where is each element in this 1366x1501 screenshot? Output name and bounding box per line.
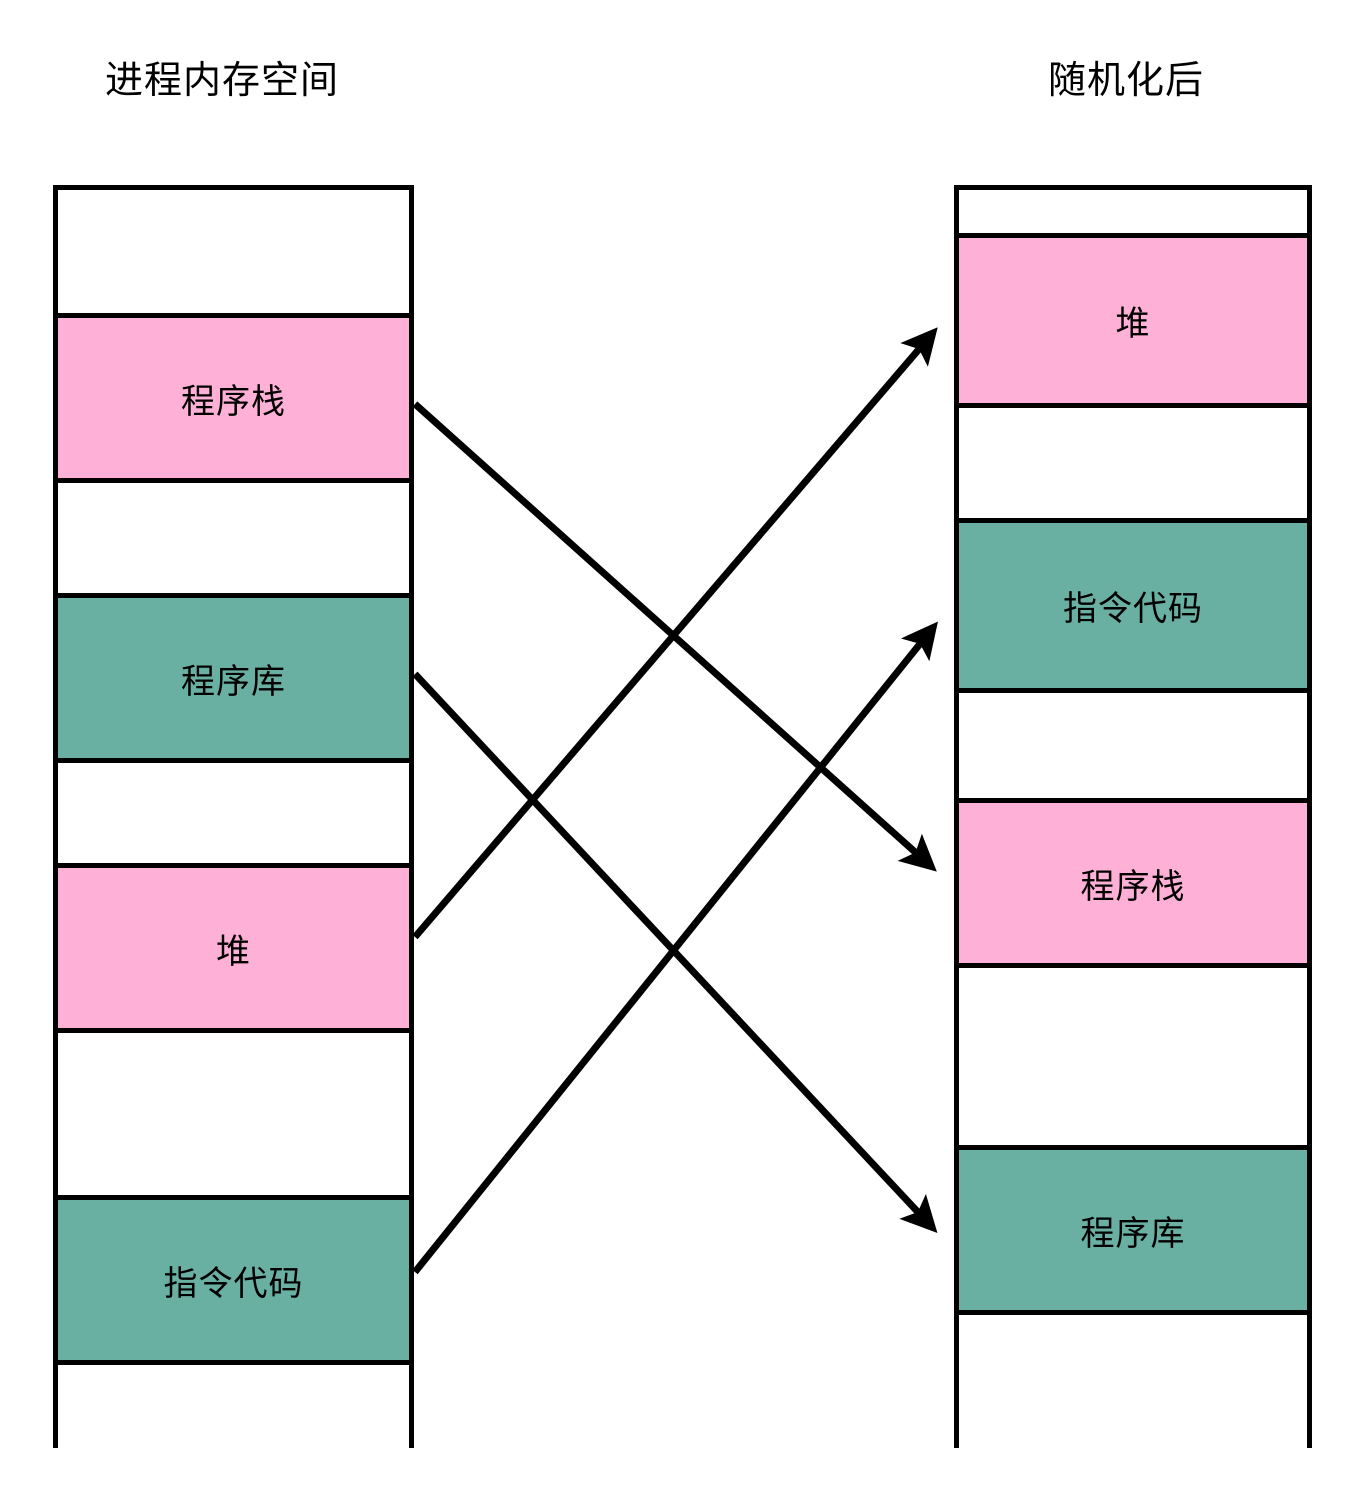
memory-segment-empty (58, 1365, 409, 1453)
memory-segment-label: 堆 (216, 932, 251, 971)
memory-segment-指令代码: 指令代码 (58, 1195, 409, 1365)
memory-segment-empty (959, 408, 1307, 518)
memory-segment-empty (58, 763, 409, 863)
left-column-title: 进程内存空间 (105, 60, 340, 102)
memory-segment-堆: 堆 (959, 233, 1307, 408)
right-column-title: 随机化后 (1048, 60, 1205, 102)
memory-segment-程序库: 程序库 (959, 1145, 1307, 1315)
memory-segment-empty (959, 1315, 1307, 1453)
memory-segment-堆: 堆 (58, 863, 409, 1033)
randomized-memory-column: 堆指令代码程序栈程序库 (954, 185, 1312, 1453)
memory-segment-empty (959, 190, 1307, 233)
memory-segment-empty (58, 483, 409, 593)
memory-segment-label: 指令代码 (163, 1264, 304, 1303)
memory-segment-label: 程序库 (181, 662, 286, 701)
process-memory-column: 程序栈程序库堆指令代码 (53, 185, 414, 1453)
memory-segment-label: 程序栈 (1080, 867, 1186, 906)
memory-segment-empty (959, 693, 1307, 798)
memory-segment-label: 堆 (1115, 305, 1151, 343)
memory-segment-程序栈: 程序栈 (58, 313, 409, 483)
memory-segment-label: 程序库 (1080, 1214, 1186, 1253)
memory-segment-程序栈: 程序栈 (959, 798, 1307, 968)
memory-segment-empty (58, 1033, 409, 1195)
memory-segment-程序库: 程序库 (58, 593, 409, 763)
memory-segment-empty (58, 190, 409, 313)
memory-segment-label: 程序栈 (181, 382, 286, 421)
memory-segment-empty (959, 968, 1307, 1145)
mapping-arrow-堆 (412, 327, 938, 940)
memory-segment-label: 指令代码 (1063, 590, 1203, 628)
mapping-arrow-程序库 (412, 671, 938, 1233)
mapping-arrow-指令代码 (412, 621, 938, 1275)
mapping-arrow-程序栈 (412, 401, 937, 872)
memory-segment-指令代码: 指令代码 (959, 518, 1307, 693)
